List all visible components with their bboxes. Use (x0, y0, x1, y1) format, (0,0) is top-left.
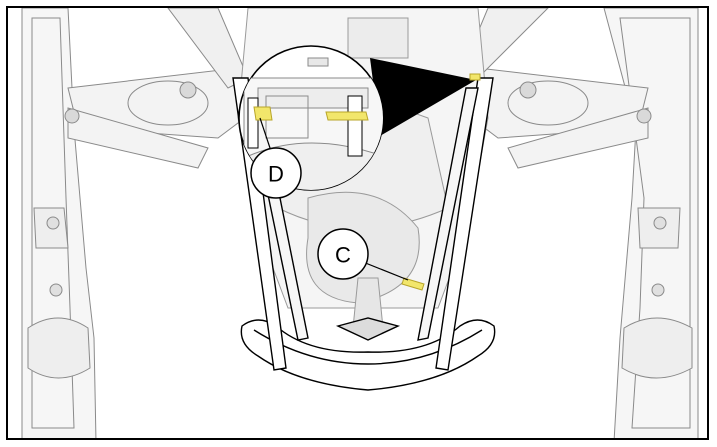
diagram-frame: C D (6, 6, 709, 440)
callout-c: C (317, 228, 369, 280)
callout-d: D (250, 147, 302, 199)
left-suspension (64, 8, 259, 169)
right-ski (603, 8, 699, 438)
left-ski (21, 8, 97, 438)
callout-c-label: C (335, 243, 351, 268)
callout-d-label: D (268, 162, 284, 187)
pin-c (401, 277, 425, 291)
pointer-wedge-icon (370, 58, 476, 136)
snowmobile-front-diagram: C D (21, 8, 699, 438)
detail-target-marker (469, 73, 481, 81)
